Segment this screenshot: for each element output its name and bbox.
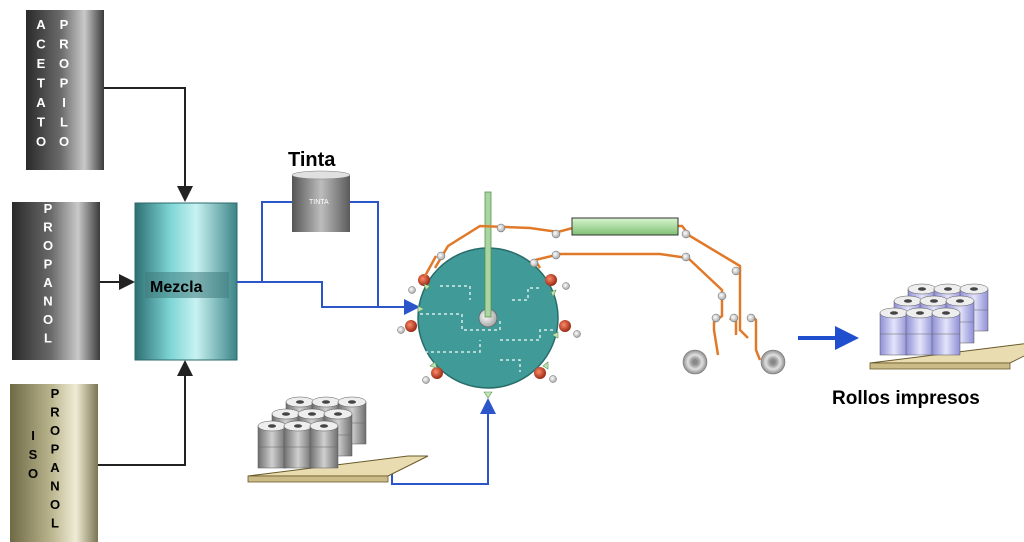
ink-roller xyxy=(559,320,571,332)
tank-letter: P xyxy=(44,257,53,272)
tank-letter: N xyxy=(43,294,52,309)
ink-roller xyxy=(534,367,546,379)
tank-letter: A xyxy=(50,460,60,475)
drum-shaft xyxy=(484,191,492,318)
tank-letter: T xyxy=(37,115,45,130)
tank-letter: I xyxy=(62,95,66,110)
tank-letter: N xyxy=(50,479,59,494)
plate-roller xyxy=(408,286,416,294)
tank-letter: O xyxy=(59,56,69,71)
plate-roller xyxy=(422,376,430,384)
tank-letter: R xyxy=(59,37,69,52)
pallet-to-press-line xyxy=(391,398,496,485)
tank-letter: P xyxy=(44,201,53,216)
tank-letter: O xyxy=(43,238,53,253)
drying-tunnel xyxy=(571,217,679,236)
tank-letter: R xyxy=(50,405,60,420)
tank-letter: P xyxy=(51,442,60,457)
tank-letter: O xyxy=(50,423,60,438)
raw-material-roll-pallet xyxy=(247,396,429,483)
print-stations xyxy=(397,274,581,399)
ink-drum-label: TINTA xyxy=(309,199,329,206)
pallet-slat xyxy=(247,475,389,483)
tank-letter: L xyxy=(60,115,68,130)
mix-to-ink-line xyxy=(237,201,292,283)
mixer-label: Mezcla xyxy=(150,279,203,296)
plate-roller xyxy=(573,330,581,338)
tank-letter: O xyxy=(50,497,60,512)
pallet-slat xyxy=(869,362,1011,370)
tank-letter: P xyxy=(60,76,69,91)
tank-letter: A xyxy=(43,275,53,290)
output-label: Rollos impresos xyxy=(832,388,980,409)
ink-to-press-line xyxy=(350,201,420,315)
mix-to-press-line xyxy=(237,281,378,308)
mixer-tank: Mezcla xyxy=(134,202,238,361)
ink-drum: TINTA xyxy=(291,170,351,232)
tank-letter: A xyxy=(36,95,46,110)
tank-letter: O xyxy=(43,312,53,327)
rewind-rolls xyxy=(682,349,786,375)
ink-roller xyxy=(431,367,443,379)
tank-letter: O xyxy=(36,134,46,149)
feed-line-acetato xyxy=(104,87,193,202)
plate-roller xyxy=(562,282,570,290)
ink-feed-lines xyxy=(237,201,496,485)
tank-letter: O xyxy=(28,466,38,481)
printed-roll-pallet xyxy=(869,283,1024,370)
ink-title: Tinta xyxy=(288,149,336,171)
tank-letter: C xyxy=(36,37,46,52)
ink-roller xyxy=(418,274,430,286)
plate-roller xyxy=(549,375,557,383)
tank-letter: O xyxy=(59,134,69,149)
tank-letter: T xyxy=(37,76,45,91)
feed-line-iso xyxy=(98,360,193,466)
plate-roller xyxy=(397,326,405,334)
tank-letter: L xyxy=(44,331,52,346)
tank-iso-letters: ISO xyxy=(28,428,38,481)
tank-letter: P xyxy=(60,17,69,32)
guide-rollers xyxy=(436,223,756,323)
tank-letter: I xyxy=(31,428,35,443)
tank-letter: R xyxy=(43,220,53,235)
ink-roller xyxy=(545,274,557,286)
tank-letter: S xyxy=(29,447,38,462)
tank-letter: P xyxy=(51,386,60,401)
tank-letter: L xyxy=(51,516,59,531)
tank-letter: A xyxy=(36,17,46,32)
tank-letter: E xyxy=(37,56,46,71)
ink-roller xyxy=(405,320,417,332)
solvent-feed-lines xyxy=(98,87,193,466)
